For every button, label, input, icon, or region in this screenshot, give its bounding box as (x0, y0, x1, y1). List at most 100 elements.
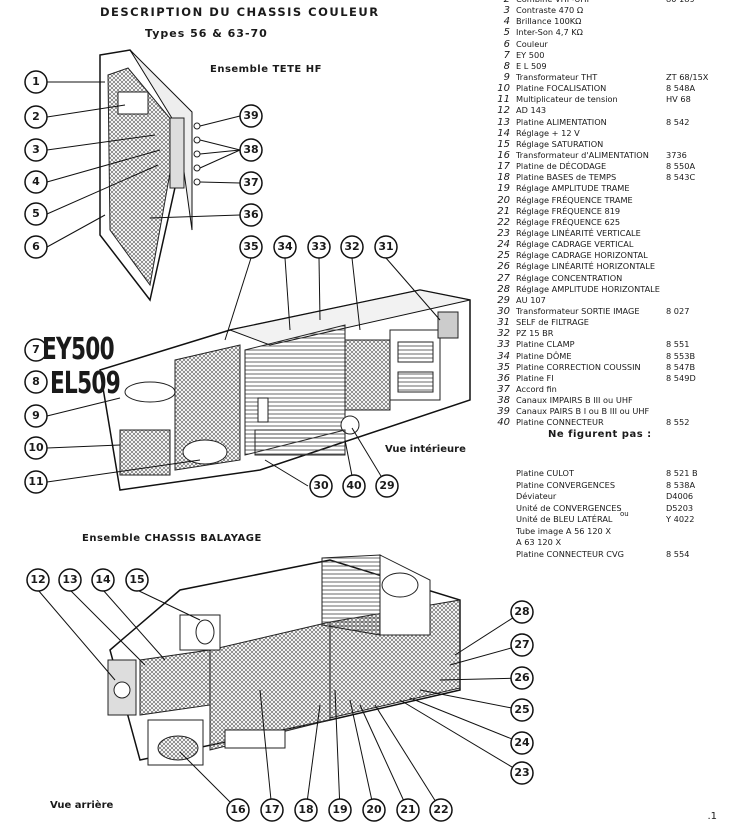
part-number: 10 (497, 83, 510, 95)
part-description: Réglage CADRAGE HORIZONTAL (516, 250, 648, 261)
callout-number: 30 (313, 479, 329, 492)
part-description: Accord fin (516, 383, 557, 394)
parts-list: 2Combiné VHF-UHF80 1893Contraste 470 Ω4B… (488, 0, 728, 560)
not-shown-reference: Y 4022 (666, 514, 695, 525)
chassis-interior-drawing (99, 289, 471, 491)
part-number: 22 (497, 216, 510, 228)
part-description: EY 500 (516, 49, 545, 60)
part-description: Platine DÔME (516, 350, 572, 361)
part-row: 3 Contraste 470 Ω (488, 5, 728, 16)
callout-number: 28 (514, 605, 530, 618)
callout-number: 22 (433, 803, 449, 816)
not-shown-description: Déviateur (516, 491, 557, 502)
not-shown-description: Tube image A 56 120 X (516, 525, 611, 536)
part-row: 28 Réglage AMPLITUDE HORIZONTALE (488, 284, 728, 295)
part-description: Réglage LINÉARITÉ VERTICALE (516, 227, 641, 238)
parts-rows: 2Combiné VHF-UHF80 1893Contraste 470 Ω4B… (488, 0, 728, 428)
part-number: 26 (497, 261, 510, 273)
part-reference: 8 547B (666, 361, 696, 372)
not-shown-row: Platine CULOT 8 521 B (488, 468, 728, 480)
callout-number: 15 (129, 573, 145, 586)
callout-number: 36 (243, 208, 259, 221)
part-description: Platine CORRECTION COUSSIN (516, 361, 641, 372)
not-shown-description: Unité de CONVERGENCES (516, 502, 622, 513)
page-mark: .1 (707, 811, 717, 822)
part-description: Réglage LINÉARITÉ HORIZONTALE (516, 261, 656, 272)
part-reference: 8 552 (666, 417, 690, 428)
part-description: Multiplicateur de tension (516, 94, 618, 105)
part-number: 7 (503, 49, 510, 61)
not-shown-description: Platine CONNECTEUR CVG (516, 548, 624, 559)
callout-number: 32 (344, 240, 360, 253)
not-shown-row: Tube image A 56 120 X (488, 526, 728, 538)
callout-number: 4 (32, 175, 40, 188)
part-description: Combiné VHF-UHF (516, 0, 591, 5)
not-shown-row: Unité de BLEU LATÉRAL Y 4022 (488, 514, 728, 526)
callout-number: 1 (32, 75, 40, 88)
not-shown-row: A 63 120 X (488, 537, 728, 549)
leader-lines (37, 81, 523, 811)
part-reference: 80 189 (666, 0, 695, 5)
callout-number: 33 (311, 240, 327, 253)
not-shown-reference: 8 521 B (666, 468, 698, 479)
callout-number: 9 (32, 409, 40, 422)
part-number: 40 (497, 417, 510, 429)
part-number: 28 (497, 283, 510, 295)
callout-circles (24, 70, 534, 822)
part-number: 21 (497, 205, 510, 217)
part-description: Réglage AMPLITUDE TRAME (516, 183, 630, 194)
part-description: E L 509 (516, 60, 547, 71)
callout-number: 6 (32, 240, 40, 253)
callout-number: 12 (30, 573, 46, 586)
part-description: Platine ALIMENTATION (516, 116, 607, 127)
part-description: Réglage FRÉQUENCE 819 (516, 205, 621, 216)
part-reference: 8 549D (666, 372, 696, 383)
part-description: Platine FOCALISATION (516, 83, 607, 94)
part-number: 31 (497, 317, 510, 329)
tete-hf-drawing (99, 49, 201, 302)
callout-number: 23 (514, 766, 530, 779)
not-shown-reference: D5203 (666, 502, 694, 513)
part-reference: 8 548A (666, 83, 696, 94)
part-description: Platine BASES de TEMPS (516, 172, 617, 183)
part-description: SELF de FILTRAGE (516, 317, 589, 328)
part-description: Transformateur d'ALIMENTATION (516, 149, 649, 160)
part-number: 6 (503, 38, 510, 50)
part-reference: HV 68 (666, 94, 691, 105)
part-description: Réglage AMPLITUDE HORIZONTALE (516, 283, 660, 294)
part-reference: ZT 68/15X (666, 71, 709, 82)
part-description: Contraste 470 Ω (516, 5, 584, 16)
part-number: 13 (497, 116, 510, 128)
part-reference: 3736 (666, 149, 687, 160)
callout-number: 26 (514, 671, 530, 684)
part-number: 3 (503, 5, 510, 17)
part-row: 21 Réglage FRÉQUENCE 819 (488, 206, 728, 217)
part-number: 30 (497, 305, 510, 317)
part-reference: 8 551 (666, 339, 690, 350)
callout-number: 18 (298, 803, 314, 816)
callout-number: 19 (332, 803, 348, 816)
callout-number: 35 (243, 240, 259, 253)
not-shown-description: Unité de BLEU LATÉRAL (516, 514, 613, 525)
part-reference: 8 550A (666, 161, 696, 172)
part-number: 17 (497, 161, 510, 173)
label-vue-arriere: Vue arrière (50, 800, 114, 811)
part-number: 11 (497, 94, 510, 106)
part-number: 24 (497, 239, 510, 251)
chassis-balayage-drawing (107, 554, 461, 766)
not-shown-description: Platine CULOT (516, 468, 574, 479)
